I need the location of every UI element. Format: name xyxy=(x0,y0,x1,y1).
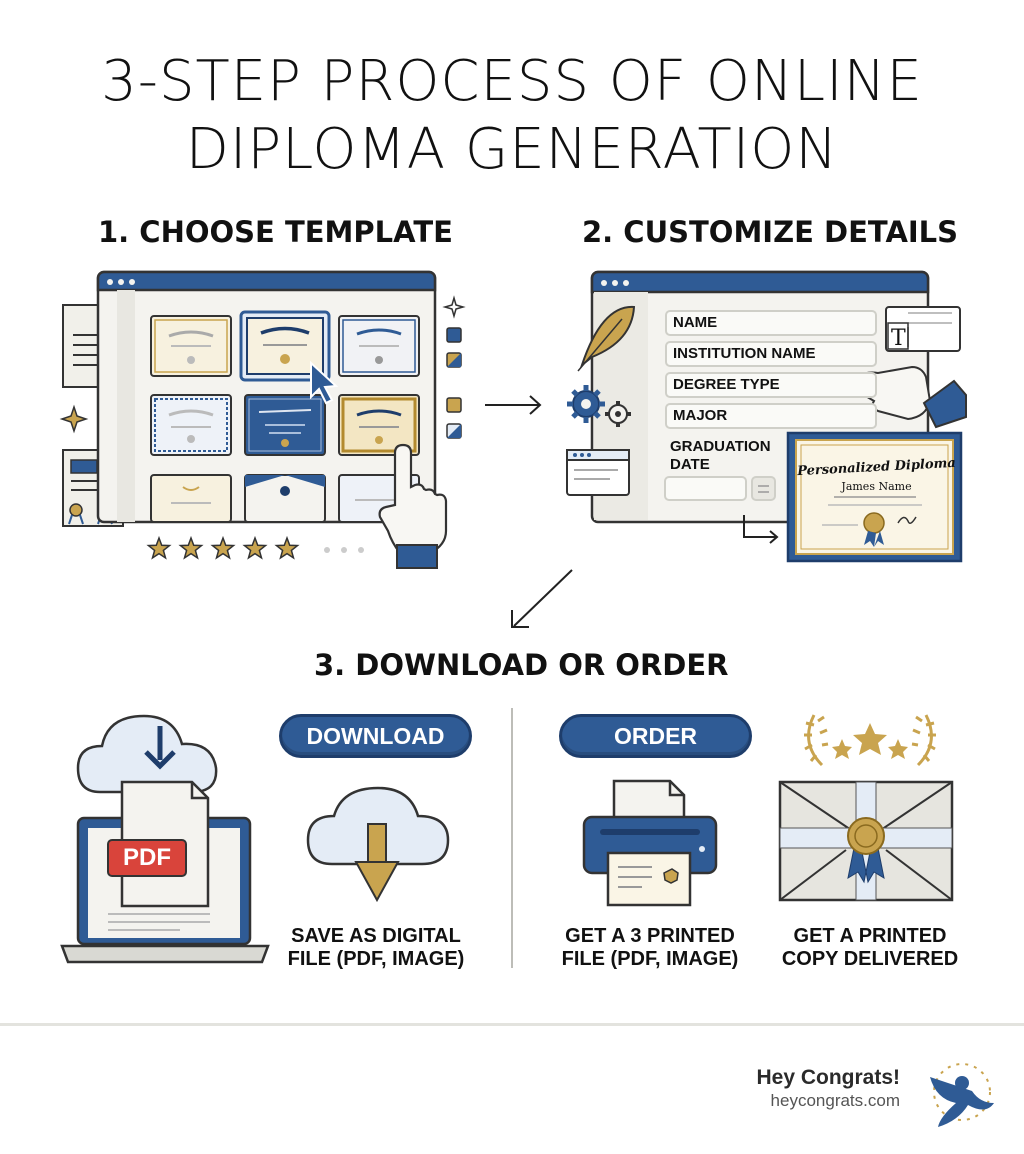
title-line-1: 3-STEP PROCESS OF ONLINE xyxy=(101,49,923,114)
laptop-download-illustration xyxy=(60,714,270,964)
step-1-illustration xyxy=(59,270,466,569)
arrow-right-icon xyxy=(485,395,542,415)
graduation-date-label: GRADUATION DATE xyxy=(670,438,771,474)
brand-url[interactable]: heycongrats.com xyxy=(770,1091,900,1110)
arrow-down-left-icon xyxy=(511,569,573,628)
star-icon xyxy=(274,535,300,560)
template-card xyxy=(338,394,420,456)
order-button[interactable]: ORDER xyxy=(559,714,752,758)
svg-text:T: T xyxy=(891,326,906,351)
template-card xyxy=(150,394,232,456)
download-button[interactable]: DOWNLOAD xyxy=(279,714,472,758)
template-card xyxy=(150,474,232,523)
hand-pointer-icon xyxy=(378,443,448,569)
caption-get-printed: GET A 3 PRINTED FILE (PDF, IMAGE) xyxy=(540,925,760,971)
section-divider xyxy=(511,708,513,968)
page-title: 3-STEP PROCESS OF ONLINE DIPLOMA GENERAT… xyxy=(0,48,1024,184)
cloud-download-icon xyxy=(306,786,450,903)
caption-copy-delivered: GET A PRINTED COPY DELIVERED xyxy=(760,925,980,971)
cloud-download-icon xyxy=(76,714,218,794)
title-line-2: DIPLOMA GENERATION xyxy=(185,117,839,182)
template-card-selected xyxy=(239,310,331,382)
name-field[interactable]: NAME xyxy=(665,310,877,336)
caption-copy-line-1: GET A PRINTED xyxy=(793,925,947,947)
graduation-label-line-2: DATE xyxy=(670,456,710,473)
caption-save-digital: SAVE AS DIGITAL FILE (PDF, IMAGE) xyxy=(266,925,486,971)
step-1-heading: 1. CHOOSE TEMPLATE xyxy=(98,215,453,249)
star-icon xyxy=(242,535,268,560)
caption-save-line-2: FILE (PDF, IMAGE) xyxy=(287,948,465,970)
sparkle-icon xyxy=(59,404,89,434)
cursor-icon xyxy=(310,360,339,405)
star-icon xyxy=(210,535,236,560)
template-card xyxy=(244,394,326,456)
star-icon xyxy=(178,535,204,560)
envelope-seal-icon xyxy=(778,780,954,902)
step-2-heading: 2. CUSTOMIZE DETAILS xyxy=(582,215,959,249)
printer-icon xyxy=(582,779,718,907)
brand-logo-icon xyxy=(930,1063,994,1127)
brand-name: Hey Congrats! xyxy=(756,1066,900,1089)
gear-icon xyxy=(567,385,631,427)
graduation-label-line-1: GRADUATION xyxy=(670,438,771,455)
institution-name-field[interactable]: INSTITUTION NAME xyxy=(665,341,877,367)
quill-icon xyxy=(577,305,636,372)
pdf-file-icon xyxy=(107,780,210,931)
diploma-preview-name: James Name xyxy=(841,480,912,493)
caption-save-line-1: SAVE AS DIGITAL xyxy=(291,925,461,947)
degree-type-field[interactable]: DEGREE TYPE xyxy=(665,372,877,398)
pdf-badge: PDF xyxy=(123,844,171,871)
template-card xyxy=(338,315,420,377)
caption-copy-line-2: COPY DELIVERED xyxy=(781,948,959,970)
sparkle-icon xyxy=(442,295,466,319)
caption-get-line-1: GET A 3 PRINTED xyxy=(565,925,735,947)
diploma-preview xyxy=(786,431,963,563)
template-card xyxy=(244,474,326,523)
template-gallery-window xyxy=(96,270,437,524)
laurel-stars-icon xyxy=(804,714,936,767)
major-field[interactable]: MAJOR xyxy=(665,403,877,429)
footer-divider xyxy=(0,1023,1024,1026)
caption-get-line-2: FILE (PDF, IMAGE) xyxy=(561,948,739,970)
step-3-heading: 3. DOWNLOAD OR ORDER xyxy=(314,648,729,682)
rating-stars xyxy=(146,535,300,560)
template-card xyxy=(150,315,232,377)
star-icon xyxy=(146,535,172,560)
